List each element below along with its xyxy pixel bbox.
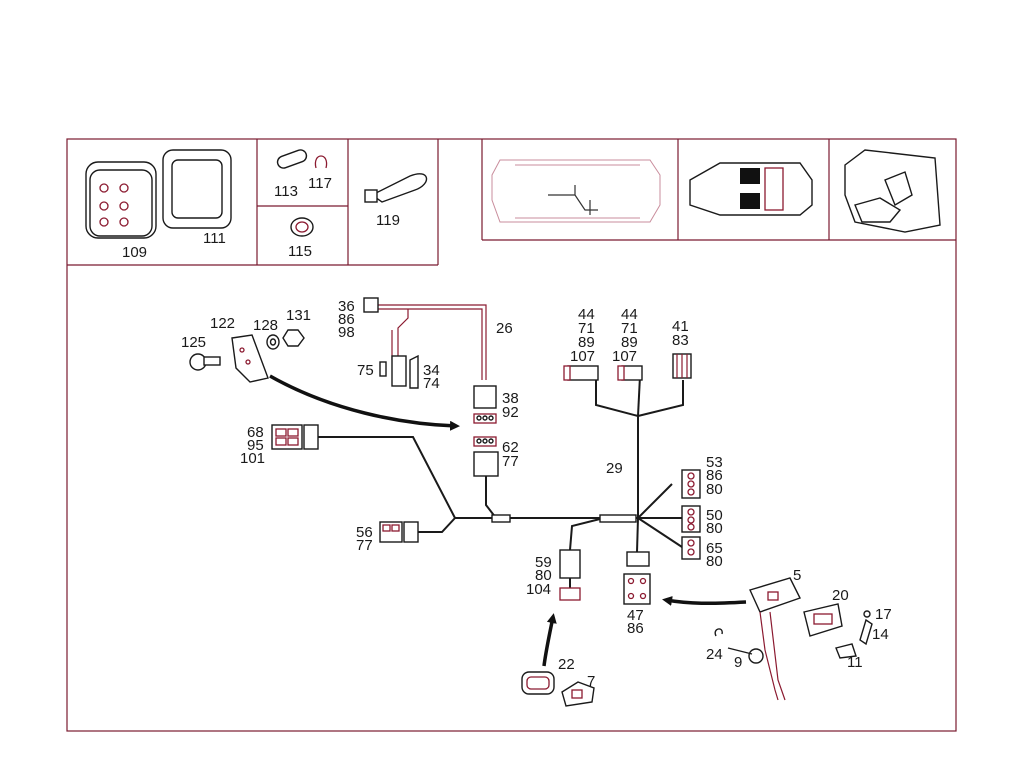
- bezel-20-icon: [803, 603, 843, 637]
- bezel-22-icon: [521, 671, 555, 695]
- label-62: 62: [502, 439, 519, 456]
- label-68: 68: [247, 424, 264, 441]
- label-11: 11: [847, 654, 863, 671]
- label-77: 77: [502, 453, 519, 470]
- label-92: 92: [502, 404, 519, 421]
- label-56: 56: [356, 524, 373, 541]
- bracket-122-icon: [231, 334, 269, 383]
- main-harness-29: [271, 353, 701, 605]
- label-59: 59: [535, 554, 552, 571]
- harness-26: [363, 297, 499, 477]
- label-17: 17: [875, 606, 892, 623]
- label-104: 104: [526, 581, 551, 598]
- label-24: 24: [706, 646, 723, 663]
- label-107-a: 107: [570, 348, 595, 365]
- assembly-arrow-2: [662, 596, 747, 606]
- label-86: 86: [338, 311, 355, 328]
- label-107-b: 107: [612, 348, 637, 365]
- label-80-c: 80: [706, 553, 723, 570]
- label-34: 34: [423, 362, 440, 379]
- nut-131-icon: [282, 329, 305, 347]
- label-71-a: 71: [578, 320, 595, 337]
- label-80-a: 80: [706, 481, 723, 498]
- frame-seal-111-icon: [162, 149, 232, 229]
- vehicle-outline-icon: [491, 159, 661, 223]
- label-117: 117: [308, 175, 332, 192]
- label-53: 53: [706, 454, 723, 471]
- main-frame: [66, 138, 957, 732]
- label-47: 47: [627, 607, 644, 624]
- switch-7-icon: [561, 681, 595, 707]
- label-22: 22: [558, 656, 575, 673]
- label-115: 115: [288, 243, 312, 260]
- label-95: 95: [247, 437, 264, 454]
- part-labels: 109 111 113 117 115 119 122 128 131 125 …: [122, 175, 892, 690]
- label-122: 122: [210, 315, 235, 332]
- label-98: 98: [338, 324, 355, 341]
- label-50: 50: [706, 507, 723, 524]
- label-44-a: 44: [578, 306, 595, 323]
- label-36: 36: [338, 298, 355, 315]
- label-89-b: 89: [621, 334, 638, 351]
- label-125: 125: [181, 334, 206, 351]
- label-41: 41: [672, 318, 689, 335]
- label-128: 128: [253, 317, 278, 334]
- sleeve-113-icon: [276, 149, 308, 169]
- label-9: 9: [734, 654, 742, 671]
- label-109: 109: [122, 244, 147, 261]
- bushing-115-icon: [290, 217, 314, 237]
- label-26: 26: [496, 320, 513, 337]
- vehicle-top-view-icon: [689, 162, 813, 216]
- label-65: 65: [706, 540, 723, 557]
- label-83: 83: [672, 332, 689, 349]
- small-parts-icons: [714, 610, 873, 664]
- label-80-b: 80: [706, 520, 723, 537]
- switch-5-icon: [749, 577, 801, 701]
- cable-tie-119-icon: [364, 173, 428, 203]
- washer-128-icon: [266, 334, 280, 350]
- clip-117-icon: [314, 155, 328, 169]
- label-113: 113: [274, 183, 298, 200]
- label-119: 119: [376, 212, 400, 229]
- label-101: 101: [240, 450, 265, 467]
- label-77-b: 77: [356, 537, 373, 554]
- assembly-arrow-1: [269, 374, 460, 431]
- top-right-panel: [481, 139, 956, 241]
- label-7: 7: [587, 673, 595, 690]
- label-5: 5: [793, 567, 801, 584]
- label-111: 111: [203, 230, 226, 247]
- label-14: 14: [872, 626, 889, 643]
- label-80-d: 80: [535, 567, 552, 584]
- label-86-b: 86: [706, 467, 723, 484]
- label-38: 38: [502, 390, 519, 407]
- bolt-125-icon: [189, 353, 221, 371]
- assembly-arrow-3: [542, 613, 557, 667]
- label-74: 74: [423, 375, 440, 392]
- label-131: 131: [286, 307, 311, 324]
- label-44-b: 44: [621, 306, 638, 323]
- label-20: 20: [832, 587, 849, 604]
- label-75: 75: [357, 362, 374, 379]
- grommet-109-icon: [85, 161, 157, 239]
- seat-console-icon: [844, 149, 941, 233]
- label-89-a: 89: [578, 334, 595, 351]
- label-29: 29: [606, 460, 623, 477]
- label-71-b: 71: [621, 320, 638, 337]
- top-left-panel: [67, 139, 439, 266]
- label-86-c: 86: [627, 620, 644, 637]
